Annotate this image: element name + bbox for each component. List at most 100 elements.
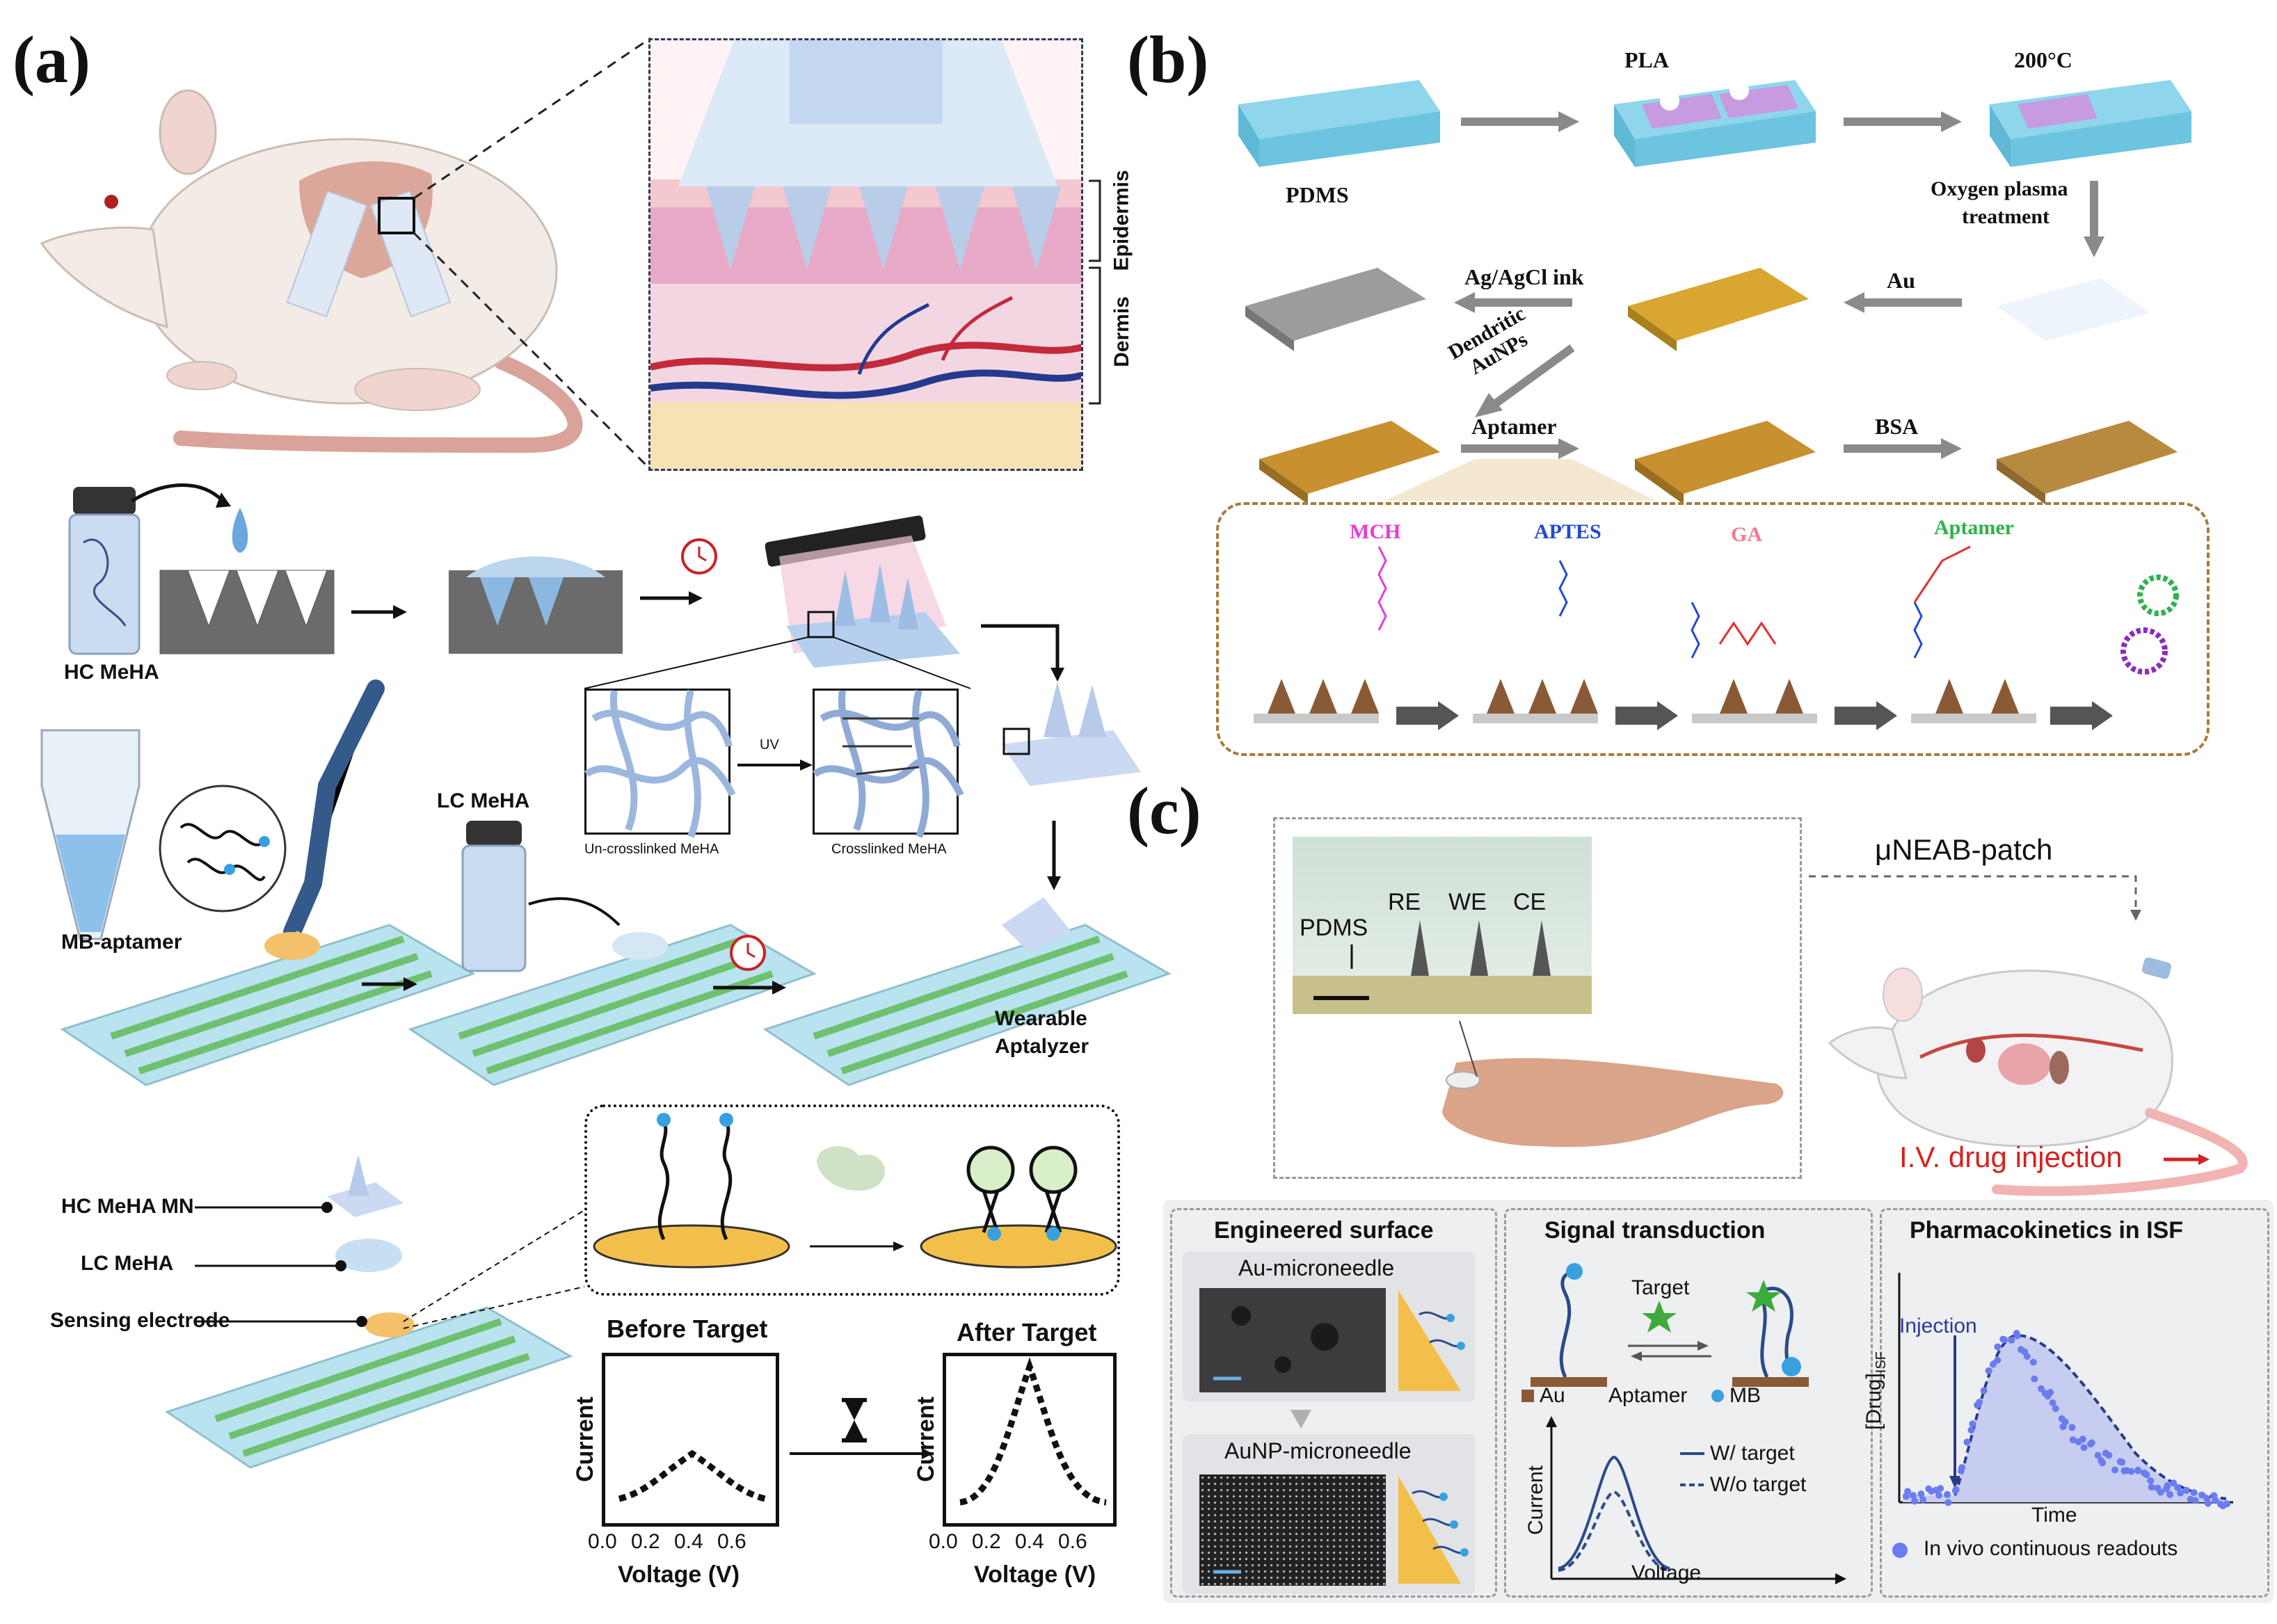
mb-aptamer-label: MB-aptamer bbox=[61, 931, 182, 954]
engineered-surface-panel bbox=[1170, 1208, 1497, 1598]
pk-readout-dot bbox=[2001, 1336, 2008, 1344]
pk-readout-dot bbox=[2111, 1466, 2119, 1474]
pk-readout-dot bbox=[1958, 1464, 1966, 1472]
pk-readout-dot bbox=[1904, 1488, 1912, 1495]
re-label: RE bbox=[1388, 889, 1421, 915]
aunp-sem-image bbox=[1199, 1474, 1386, 1586]
pk-readout-dot bbox=[2134, 1466, 2142, 1474]
pk-readout-dot bbox=[2127, 1468, 2135, 1475]
temp-label: 200°C bbox=[2014, 47, 2072, 72]
pk-readout-dot bbox=[2147, 1477, 2155, 1484]
pk-readout-dot bbox=[2170, 1479, 2178, 1487]
after-tick-3: 0.6 bbox=[1058, 1530, 1087, 1553]
legend-mb: MB bbox=[1729, 1384, 1761, 1407]
pk-readout-dot bbox=[2174, 1484, 2182, 1491]
panel-b-letter: (b) bbox=[1127, 22, 1209, 97]
surface-chemistry-box bbox=[1216, 502, 2210, 756]
aunp-microneedle-panel bbox=[1183, 1434, 1475, 1594]
pk-readout-dot bbox=[2052, 1405, 2059, 1413]
uv-arrow bbox=[737, 759, 813, 771]
signal-transduction-panel bbox=[1504, 1208, 1873, 1598]
pk-readout-dot bbox=[2069, 1436, 2077, 1444]
wearable-aptalyzer-label: Wearable Aptalyzer bbox=[995, 1005, 1089, 1061]
pk-readout-dot bbox=[2182, 1486, 2190, 1494]
drug-ylabel: [Drug]ISF bbox=[1862, 1351, 1889, 1430]
hc-meha-mn-label: HC MeHA MN bbox=[61, 1195, 194, 1218]
pk-readout-dot bbox=[1919, 1496, 1927, 1504]
pk-readout-dot bbox=[2080, 1444, 2088, 1452]
pk-readout-dot bbox=[1969, 1420, 1976, 1428]
skin-cross-section bbox=[648, 38, 1083, 471]
microneedle-photo bbox=[1293, 837, 1592, 1014]
aptamer-step-label: Aptamer bbox=[1471, 414, 1557, 439]
before-xlabel: Voltage (V) bbox=[618, 1561, 740, 1588]
hc-meha-label: HC MeHA bbox=[64, 661, 159, 684]
pk-readout-dot bbox=[1994, 1356, 2002, 1364]
pk-readout-dot bbox=[2094, 1452, 2102, 1459]
pk-readout-dot bbox=[1989, 1360, 1997, 1368]
drug-ylabel-main: [Drug] bbox=[1862, 1373, 1885, 1430]
pk-readout-dot bbox=[2223, 1500, 2231, 1508]
legend-aptamer: Aptamer bbox=[1608, 1384, 1688, 1407]
pk-readout-dot bbox=[1985, 1367, 1992, 1374]
pk-readout-dot bbox=[2047, 1388, 2054, 1396]
crosslinked-label: Crosslinked MeHA bbox=[831, 842, 947, 857]
after-tick-2: 0.4 bbox=[1015, 1530, 1044, 1553]
pk-readout-dot bbox=[1943, 1490, 1951, 1498]
voltage-xlabel: Voltage bbox=[1631, 1561, 1702, 1584]
mch-label: MCH bbox=[1350, 520, 1401, 543]
drug-ylabel-sub: ISF bbox=[1873, 1351, 1889, 1374]
panel-c-letter: (c) bbox=[1127, 773, 1201, 848]
pk-readout-dot bbox=[2191, 1497, 2199, 1504]
pk-readout-dot bbox=[2198, 1491, 2206, 1499]
pk-readout-dot bbox=[1911, 1497, 1919, 1505]
pk-readout-dot bbox=[2204, 1500, 2212, 1507]
skin-layer-brackets bbox=[1089, 179, 1101, 405]
hourglass-arrow bbox=[790, 1398, 933, 1459]
pk-readout-dot bbox=[1963, 1438, 1971, 1446]
pk-readout-dot bbox=[2029, 1358, 2037, 1366]
before-tick-2: 0.4 bbox=[674, 1530, 703, 1553]
au-label: Au bbox=[1887, 268, 1915, 293]
pk-readout-dot bbox=[2164, 1482, 2171, 1490]
w-target-label: W/ target bbox=[1710, 1442, 1795, 1465]
we-label: WE bbox=[1448, 889, 1487, 915]
current-voltage-plot bbox=[1546, 1416, 1846, 1584]
pk-readout-dot bbox=[2086, 1440, 2094, 1448]
after-target-plot bbox=[943, 1353, 1117, 1527]
pk-readout-dot bbox=[1937, 1485, 1944, 1493]
after-tick-1: 0.2 bbox=[972, 1530, 1001, 1553]
before-tick-3: 0.6 bbox=[717, 1530, 746, 1553]
ga-label: GA bbox=[1731, 523, 1762, 546]
before-target-plot bbox=[602, 1353, 779, 1527]
pk-readout-dot bbox=[1935, 1491, 1942, 1499]
pk-readout-dot bbox=[1944, 1499, 1952, 1506]
pk-readout-dot bbox=[2190, 1488, 2198, 1496]
pk-readout-dot bbox=[2031, 1375, 2038, 1383]
pk-readout-dot bbox=[2118, 1458, 2126, 1466]
pk-readout-dot bbox=[2177, 1489, 2184, 1497]
uncrosslinked-label: Un-crosslinked MeHA bbox=[584, 842, 719, 857]
signal-transduction-diagram bbox=[1531, 1263, 1809, 1387]
current-ylabel: Current bbox=[1524, 1465, 1548, 1536]
pharmacokinetics-title: Pharmacokinetics in ISF bbox=[1910, 1217, 2184, 1244]
pk-readout-dot bbox=[1980, 1387, 1988, 1394]
au-sem-image bbox=[1199, 1288, 1386, 1392]
photo-box bbox=[1273, 817, 1802, 1179]
pdms-label-b: PDMS bbox=[1286, 182, 1349, 207]
after-xlabel: Voltage (V) bbox=[974, 1561, 1096, 1588]
pla-label: PLA bbox=[1624, 47, 1669, 72]
red-arrow bbox=[2164, 1154, 2210, 1165]
pk-readout-dot bbox=[2061, 1418, 2069, 1426]
patch-arrow bbox=[1809, 875, 2141, 921]
before-tick-1: 0.2 bbox=[631, 1530, 660, 1553]
aptamer-chem-label: Aptamer bbox=[1934, 516, 2014, 539]
au-microneedle-panel bbox=[1183, 1252, 1475, 1401]
iv-injection-label: I.V. drug injection bbox=[1899, 1141, 2123, 1173]
pk-readout-dot bbox=[1952, 1486, 1960, 1493]
after-target-title: After Target bbox=[957, 1318, 1097, 1346]
uv-label: UV bbox=[760, 737, 779, 753]
